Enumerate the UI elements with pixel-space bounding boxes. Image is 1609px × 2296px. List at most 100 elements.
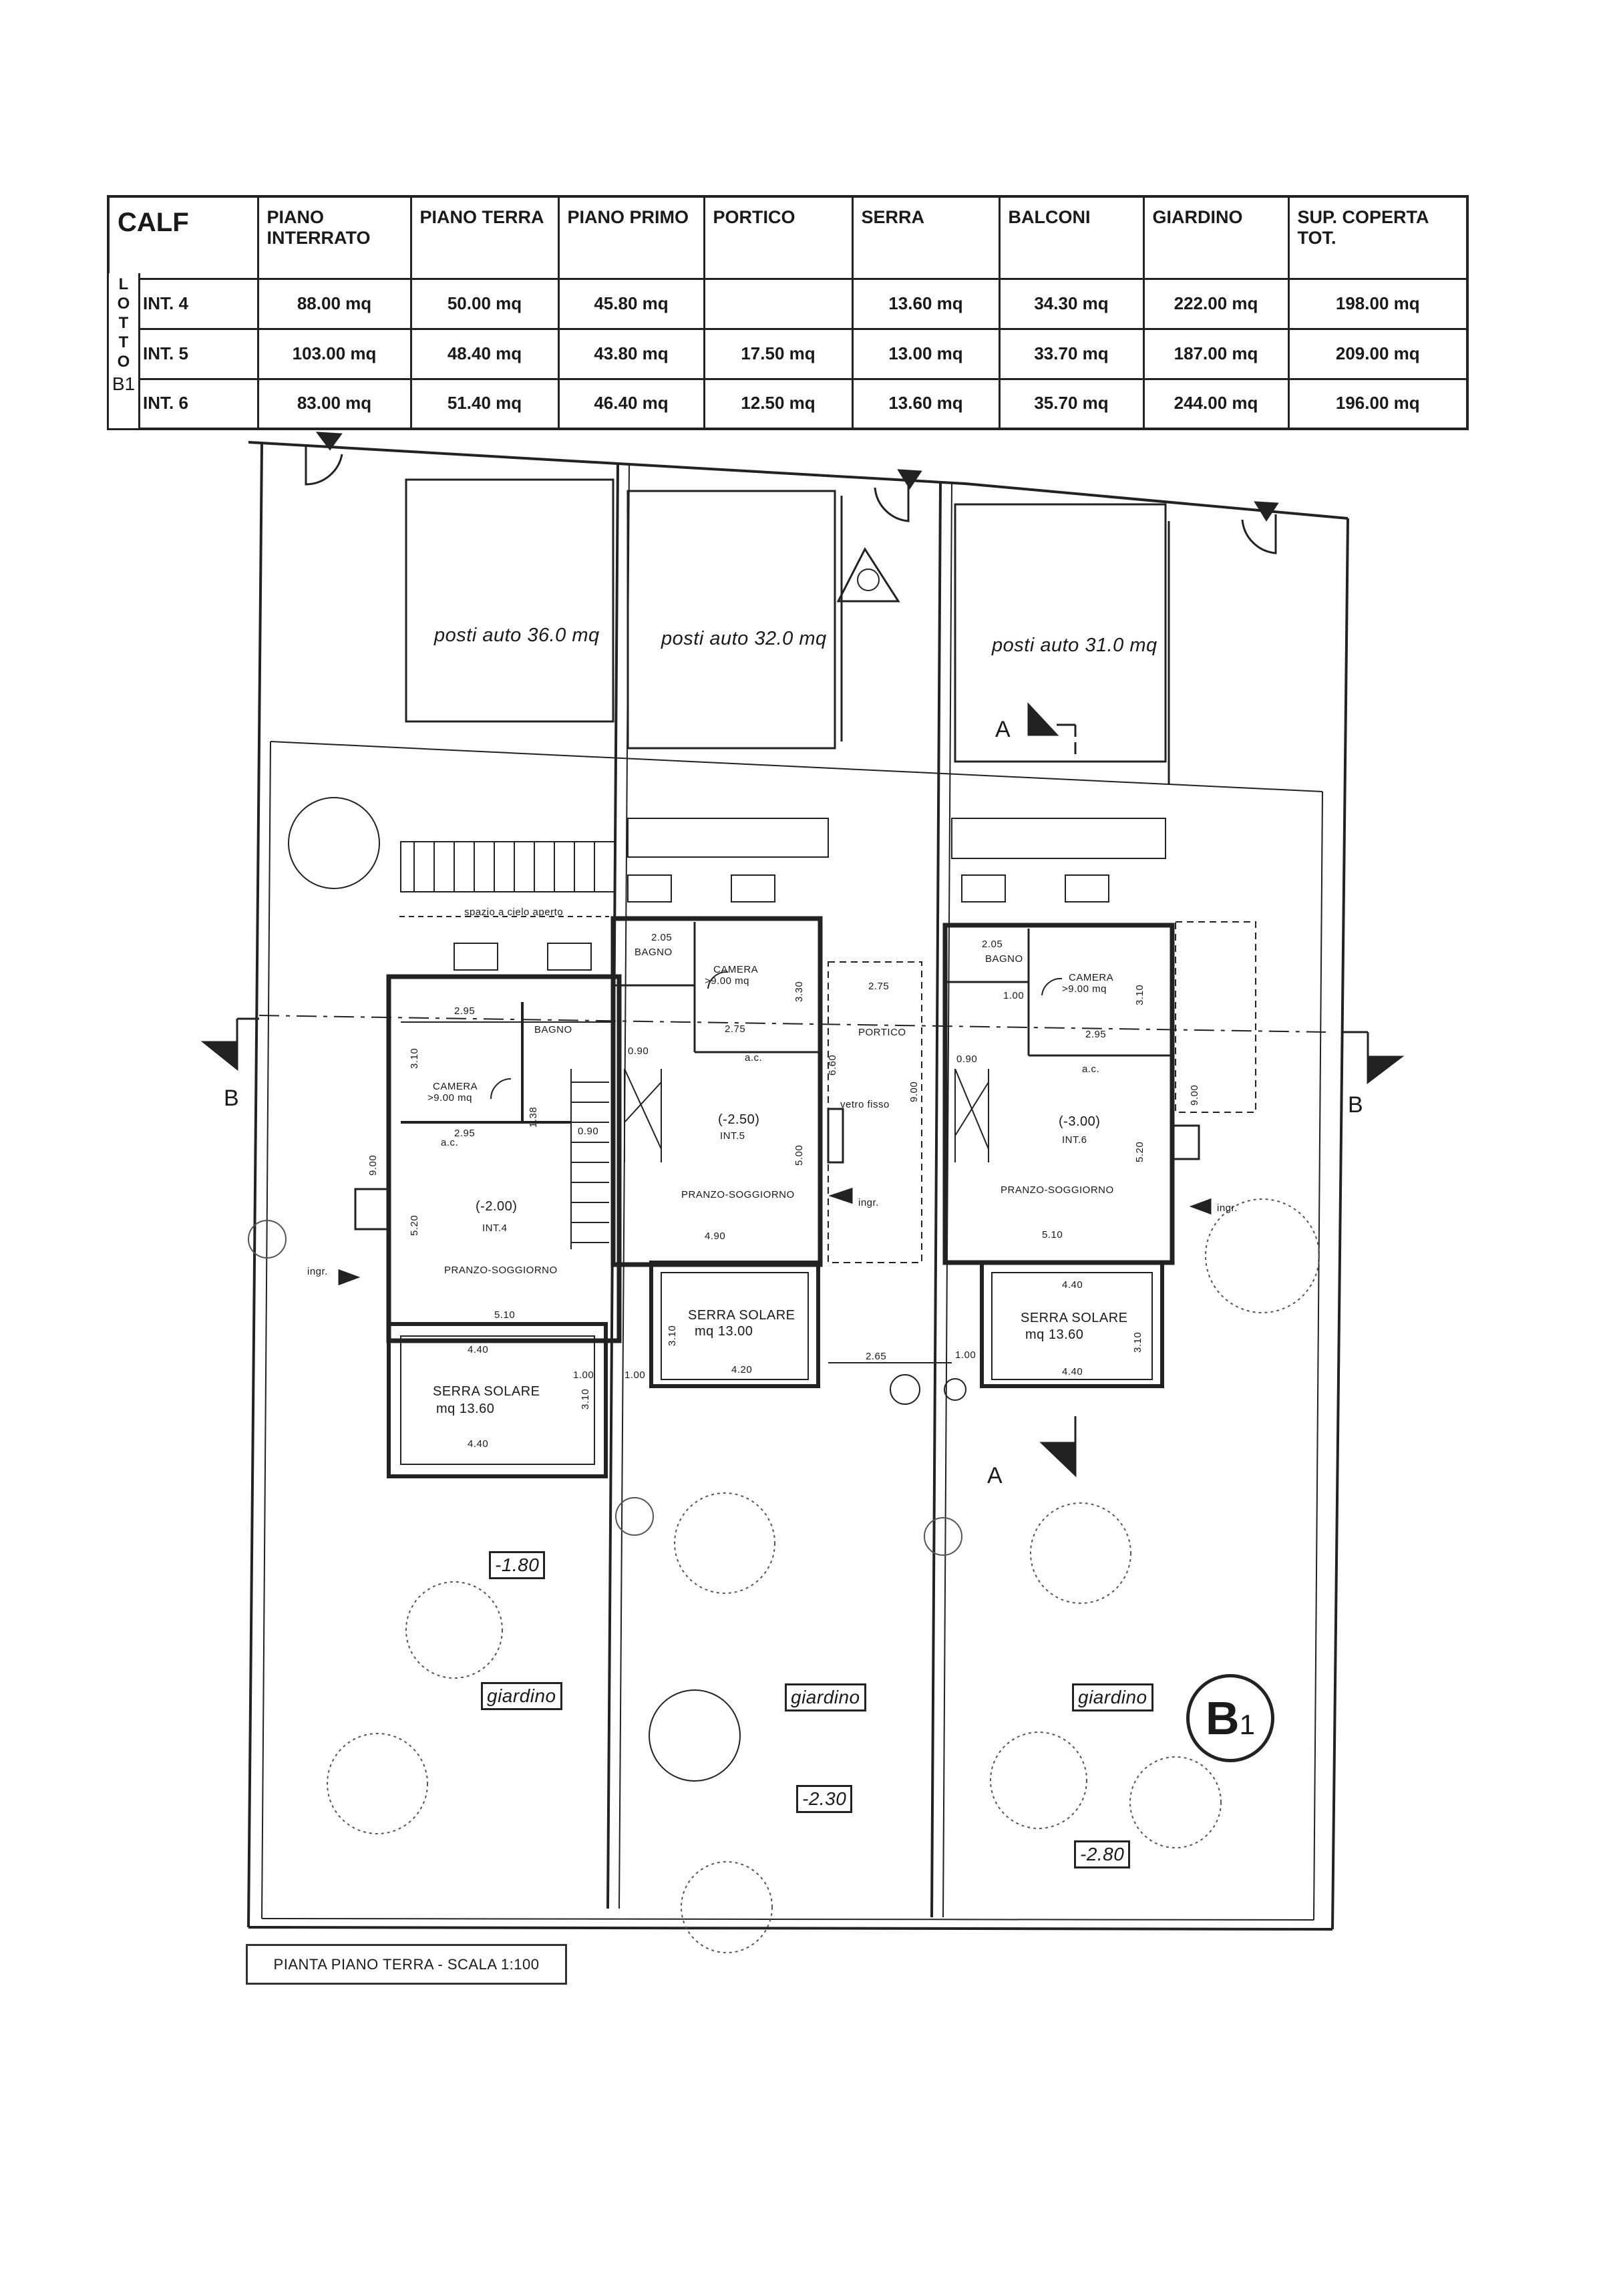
cell: 196.00 mq — [1287, 377, 1469, 430]
entrance-label: ingr. — [1217, 1202, 1238, 1214]
drawing-caption: PIANTA PIANO TERRA - SCALA 1:100 — [246, 1944, 567, 1985]
col-header: PIANO TERRA — [409, 195, 560, 280]
room-label: CAMERA — [1069, 972, 1114, 983]
dim-label-vertical: 9.00 — [1189, 1084, 1200, 1106]
room-label: CAMERA — [433, 1081, 478, 1092]
section-b-label: B — [1348, 1092, 1364, 1118]
room-label: SERRA SOLARE — [688, 1308, 795, 1323]
room-label: mq 13.60 — [1025, 1327, 1084, 1342]
dim-label-vertical: 5.20 — [409, 1214, 420, 1236]
cell: 13.60 mq — [851, 277, 1001, 330]
dim-label: 2.95 — [454, 1128, 476, 1139]
room-label: mq 13.00 — [695, 1324, 753, 1339]
level-label: -1.80 — [489, 1551, 546, 1579]
cell: 222.00 mq — [1142, 277, 1290, 330]
dim-label-vertical: 9.00 — [367, 1154, 379, 1176]
garden-label: giardino — [1072, 1683, 1153, 1711]
dim-label-vertical: 9.00 — [908, 1081, 920, 1102]
dim-label-vertical: 5.00 — [793, 1144, 805, 1166]
room-label: PRANZO-SOGGIORNO — [444, 1265, 558, 1276]
col-header: PORTICO — [703, 195, 854, 280]
dim-label: 2.75 — [868, 981, 890, 992]
col-header: PIANO INTERRATO — [256, 195, 412, 280]
dim-label-vertical: 5.20 — [1134, 1141, 1145, 1162]
room-label: SERRA SOLARE — [1021, 1311, 1128, 1325]
room-label: (-3.00) — [1059, 1114, 1101, 1129]
dim-label-vertical: 3.10 — [580, 1388, 591, 1410]
dim-label: 4.40 — [468, 1344, 489, 1355]
dim-label: 2.95 — [454, 1005, 476, 1017]
cell: 35.70 mq — [998, 377, 1145, 430]
parking-areas — [405, 478, 1170, 785]
col-header: GIARDINO — [1142, 195, 1290, 280]
dim-label: 0.90 — [956, 1053, 978, 1065]
dim-label: 2.95 — [1085, 1029, 1107, 1040]
room-label: (-2.50) — [718, 1112, 760, 1127]
table-header-row: CALF PIANO INTERRATO PIANO TERRA PIANO P… — [107, 195, 1469, 280]
parking-label: posti auto 36.0 mq — [434, 625, 600, 646]
cell: 88.00 mq — [256, 277, 412, 330]
dim-label: 0.90 — [628, 1045, 649, 1057]
dim-label-vertical: 3.10 — [1132, 1331, 1143, 1353]
dim-label: 5.10 — [494, 1309, 516, 1321]
lotto-code: B1 — [112, 373, 136, 394]
unit-int4 — [338, 841, 622, 1478]
cell: 13.00 mq — [851, 327, 1001, 380]
entrance-label: ingr. — [858, 1197, 879, 1208]
room-label: BAGNO — [635, 947, 673, 958]
dim-label-vertical: 3.10 — [1134, 984, 1145, 1005]
garden-label: giardino — [785, 1683, 866, 1711]
room-label: a.c. — [441, 1137, 459, 1148]
dim-label: 1.00 — [624, 1369, 646, 1381]
col-header: PIANO PRIMO — [557, 195, 705, 280]
level-label: -2.80 — [1074, 1840, 1131, 1868]
cell: 45.80 mq — [557, 277, 705, 330]
table-brand: CALF — [107, 195, 259, 280]
dim-label: 4.40 — [1062, 1366, 1083, 1377]
cell: 103.00 mq — [256, 327, 412, 380]
cell: 43.80 mq — [557, 327, 705, 380]
col-header: SUP. COPERTA TOT. — [1287, 195, 1469, 280]
room-label: BAGNO — [534, 1024, 572, 1035]
dim-label: 2.05 — [982, 939, 1003, 950]
cell: 46.40 mq — [557, 377, 705, 430]
cell: 209.00 mq — [1287, 327, 1469, 380]
cell: 33.70 mq — [998, 327, 1145, 380]
lotto-column: L O T T O B1 — [109, 273, 140, 428]
lot-badge: B1 — [1186, 1674, 1274, 1762]
col-header: SERRA — [851, 195, 1001, 280]
dim-label: 4.90 — [705, 1231, 726, 1242]
unit-int5 — [610, 818, 952, 1405]
room-label: CAMERA — [713, 964, 759, 975]
room-label: PRANZO-SOGGIORNO — [681, 1189, 795, 1200]
cell: 50.00 mq — [409, 277, 560, 330]
cell: 244.00 mq — [1142, 377, 1290, 430]
parking-label: posti auto 32.0 mq — [661, 628, 827, 649]
dim-label: 5.10 — [1042, 1229, 1063, 1241]
cell: 13.60 mq — [851, 377, 1001, 430]
entrance-label: ingr. — [307, 1266, 328, 1277]
unit-int6 — [942, 818, 1256, 1401]
portico-label: PORTICO — [858, 1027, 906, 1038]
room-label: SERRA SOLARE — [433, 1384, 540, 1399]
cell: 12.50 mq — [703, 377, 854, 430]
room-label: BAGNO — [985, 953, 1023, 965]
dim-label-vertical: 3.30 — [793, 981, 805, 1002]
parking-label: posti auto 31.0 mq — [992, 635, 1157, 656]
room-label: mq 13.60 — [436, 1402, 495, 1416]
dim-label: 1.00 — [1003, 990, 1025, 1001]
dim-label: 4.40 — [1062, 1279, 1083, 1291]
dim-label: 1.00 — [573, 1369, 594, 1381]
dim-label-vertical: 1.38 — [528, 1106, 539, 1128]
cell: 48.40 mq — [409, 327, 560, 380]
table-row: INT. 6 83.00 mq 51.40 mq 46.40 mq 12.50 … — [107, 377, 1469, 430]
triangle-symbol — [836, 546, 900, 603]
section-a-label: A — [995, 717, 1011, 742]
room-label: a.c. — [1082, 1063, 1100, 1075]
dim-label-vertical: 3.10 — [667, 1325, 678, 1346]
cell: 83.00 mq — [256, 377, 412, 430]
dim-label: 4.40 — [468, 1438, 489, 1450]
room-label: >9.00 mq — [1062, 983, 1107, 995]
cell: 198.00 mq — [1287, 277, 1469, 330]
